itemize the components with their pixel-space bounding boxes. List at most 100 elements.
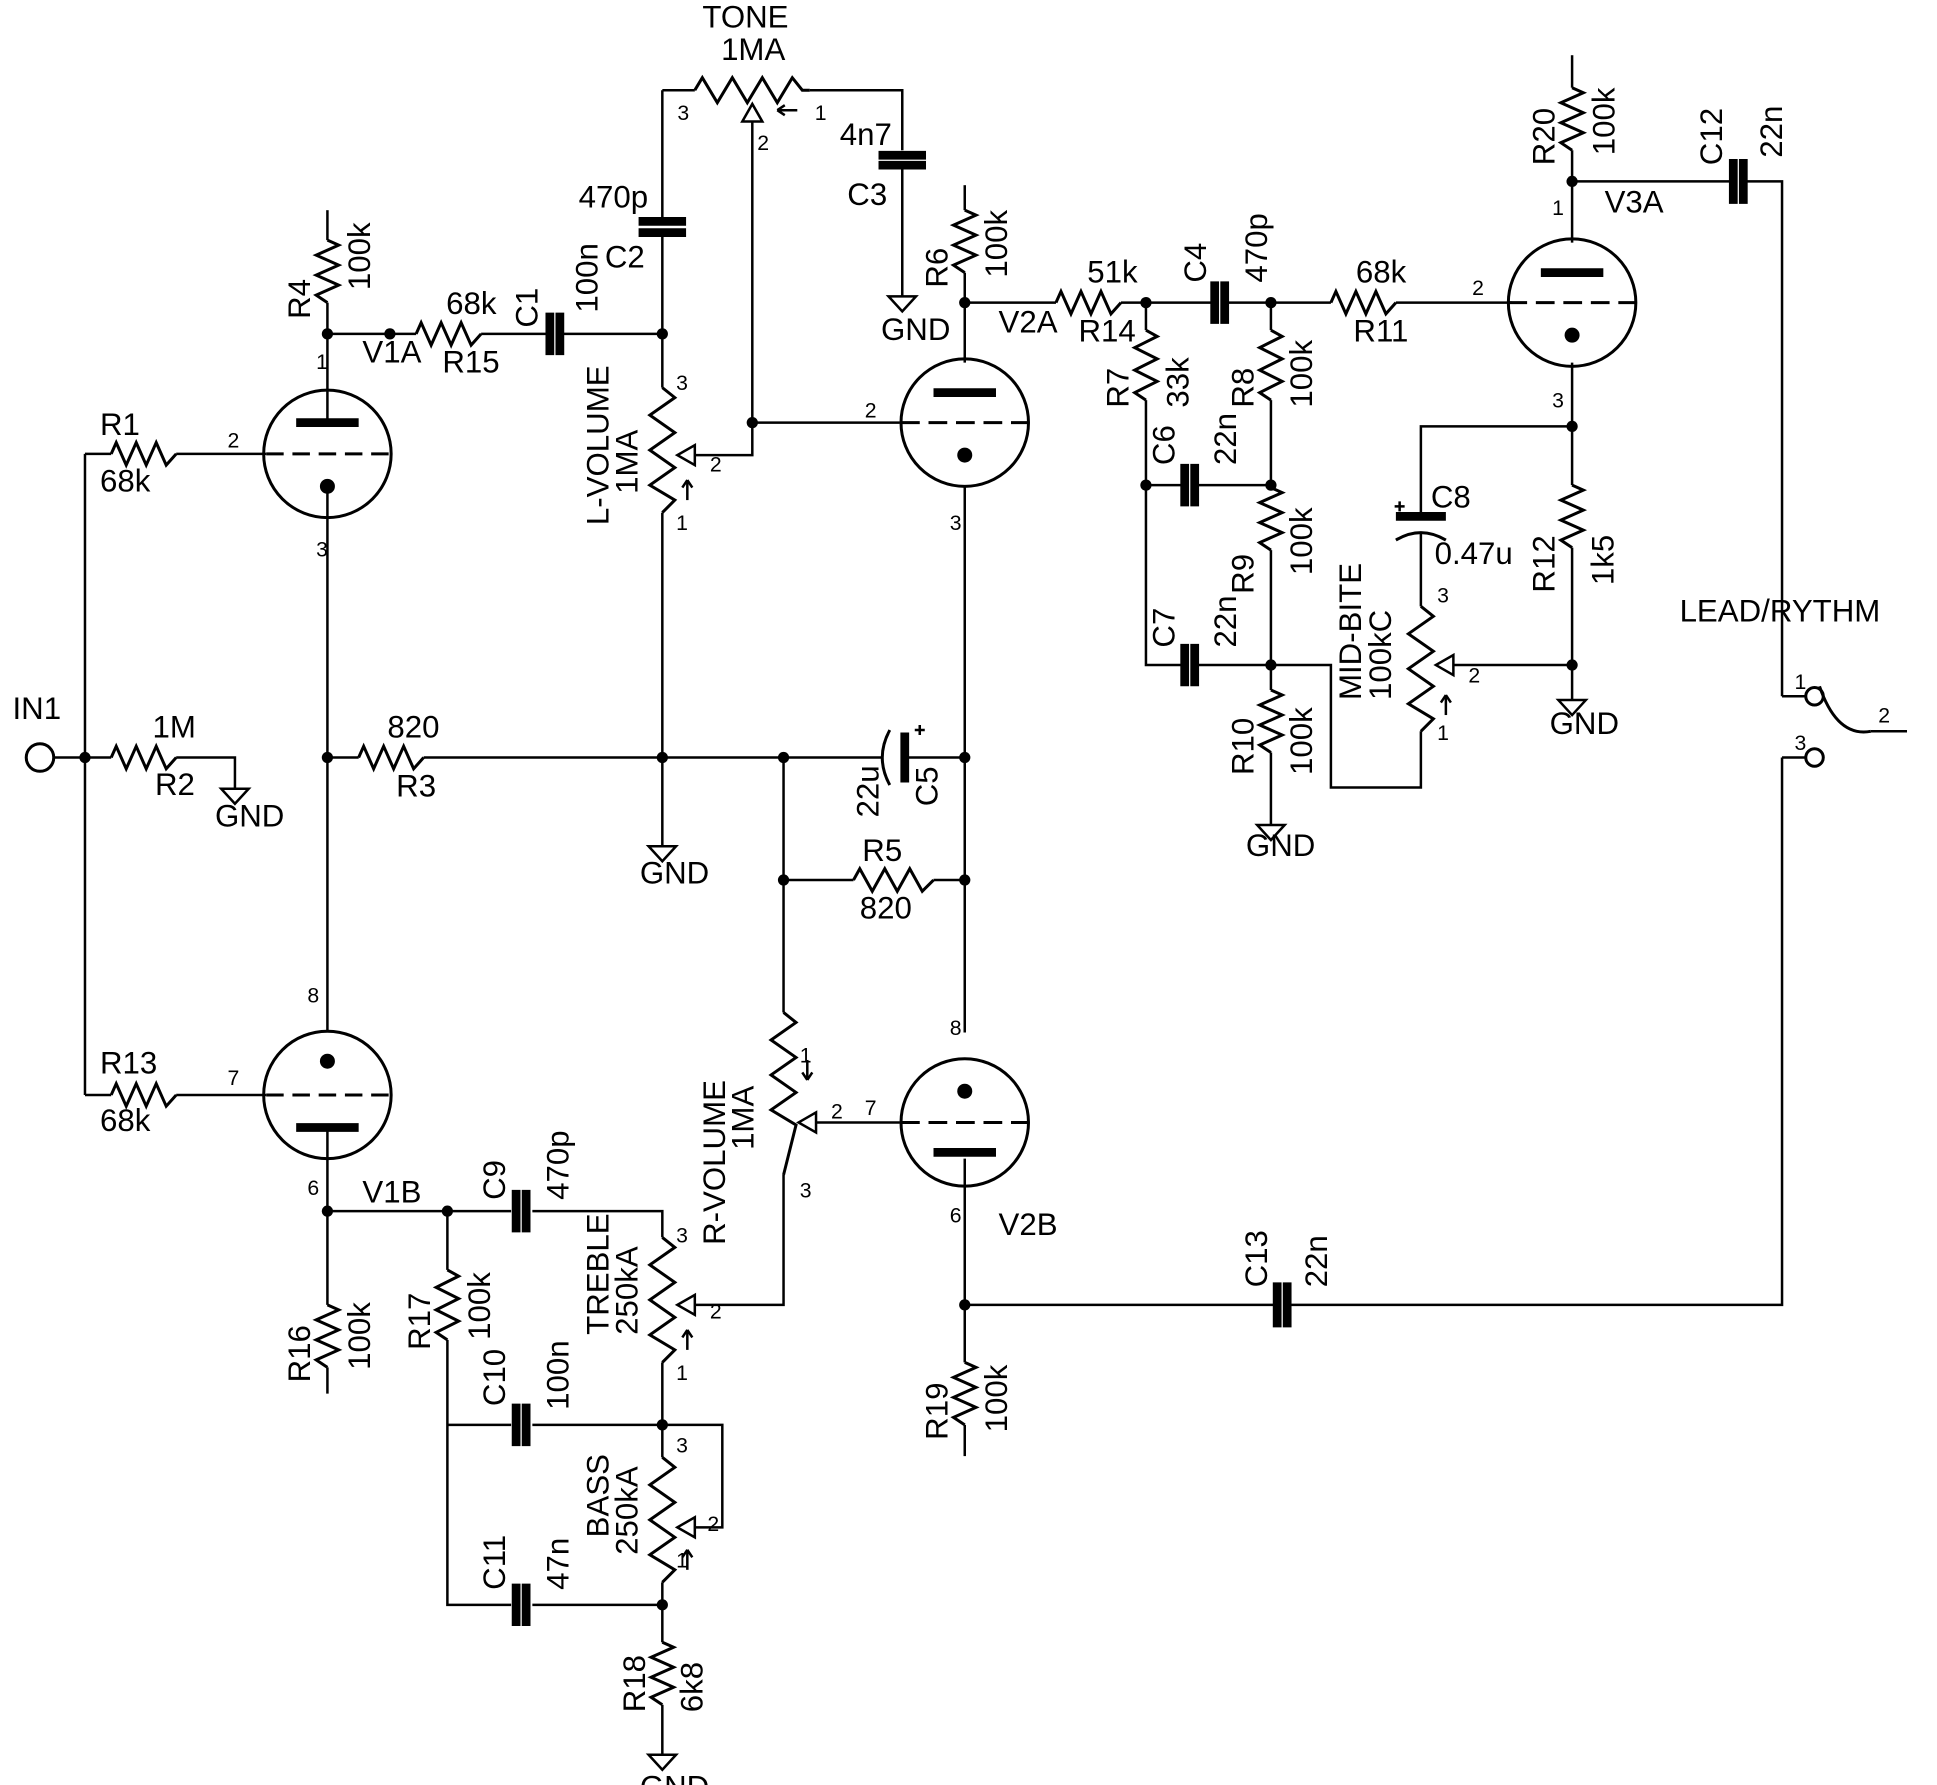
pin-v1a-1: 1 xyxy=(316,350,328,374)
tone-value: 1MA xyxy=(721,32,785,67)
resistor-r16 xyxy=(312,1303,343,1369)
input-label: IN1 xyxy=(12,691,61,726)
r20-value: 100k xyxy=(1587,87,1622,155)
resistor-r1 xyxy=(109,438,178,469)
gnd-label-r12: GND xyxy=(1550,706,1619,741)
resistor-r7 xyxy=(1131,328,1161,402)
r16-value: 100k xyxy=(342,1302,377,1370)
pin-mid-1: 1 xyxy=(1437,721,1449,745)
lead-rythm-switch xyxy=(1782,685,1872,768)
r17-value: 100k xyxy=(462,1272,497,1340)
c6-ref: C6 xyxy=(1147,425,1182,465)
r4-value: 100k xyxy=(342,222,377,290)
pin-treble-1: 1 xyxy=(676,1361,688,1385)
c10-value: 100n xyxy=(541,1340,576,1409)
c10-ref: C10 xyxy=(477,1349,512,1406)
ground-r2 xyxy=(218,787,252,806)
mid-bite-pot xyxy=(1405,605,1455,733)
c13-ref: C13 xyxy=(1239,1230,1274,1287)
c8-value: 0.47u xyxy=(1435,536,1513,571)
pin-v3a-3: 3 xyxy=(1552,389,1564,413)
r-volume-ref: R-VOLUME xyxy=(697,1080,732,1245)
resistor-r17 xyxy=(432,1268,462,1342)
c3-ref: C3 xyxy=(847,177,887,212)
resistor-r6 xyxy=(949,208,980,274)
pin-lvol-1: 1 xyxy=(676,511,688,535)
capacitor-c6 xyxy=(1180,463,1200,507)
r13-ref: R13 xyxy=(100,1046,157,1081)
resistor-r19 xyxy=(949,1361,980,1427)
r12-ref: R12 xyxy=(1527,535,1562,592)
c7-ref: C7 xyxy=(1147,608,1182,648)
l-volume-value: 1MA xyxy=(609,429,644,493)
resistor-r13 xyxy=(109,1080,178,1110)
pin-rvol-1: 1 xyxy=(800,1043,812,1067)
pin-v2a-2: 2 xyxy=(865,399,877,423)
pin-lvol-3: 3 xyxy=(676,371,688,395)
pin-v2b-7: 7 xyxy=(865,1096,877,1120)
treble-ref: TREBLE xyxy=(581,1213,616,1335)
pin-v1a-2: 2 xyxy=(227,429,239,453)
r14-value: 51k xyxy=(1087,255,1138,290)
c2-value: 470p xyxy=(579,180,648,215)
gnd-label-lvol: GND xyxy=(640,856,709,891)
r19-value: 100k xyxy=(979,1364,1014,1432)
r6-value: 100k xyxy=(979,210,1014,278)
pin-treble-3: 3 xyxy=(676,1223,688,1247)
gnd-label-r18: GND xyxy=(640,1769,709,1785)
pin-sw-2: 2 xyxy=(1878,704,1890,728)
r9-ref: R9 xyxy=(1225,554,1260,594)
tone-ref: TONE xyxy=(702,0,788,35)
r5-value: 820 xyxy=(860,891,912,926)
gnd-label-r10: GND xyxy=(1246,828,1315,863)
labels: IN1 R1 68k R13 68k 1M R2 GND R4 100k V1A… xyxy=(12,0,1890,1785)
ground-r12 xyxy=(1555,698,1589,717)
bass-ref: BASS xyxy=(581,1454,616,1537)
resistor-r20 xyxy=(1557,86,1588,152)
pin-tone-2: 2 xyxy=(757,131,769,155)
tone-pot xyxy=(693,74,810,123)
pin-v1b-8: 8 xyxy=(307,983,319,1007)
pin-rvol-3: 3 xyxy=(800,1178,812,1202)
resistor-r4 xyxy=(312,238,343,304)
gnd-label-c3: GND xyxy=(881,312,950,347)
pin-v1b-7: 7 xyxy=(227,1066,239,1090)
r8-ref: R8 xyxy=(1225,368,1260,408)
pin-bass-1: 1 xyxy=(676,1548,688,1572)
bass-pot xyxy=(647,1456,697,1584)
resistor-r15 xyxy=(414,318,483,349)
pin-sw-1: 1 xyxy=(1795,670,1807,694)
pin-bass-2: 2 xyxy=(707,1512,719,1536)
r-volume-pot xyxy=(768,1011,818,1176)
resistor-r12 xyxy=(1557,483,1588,549)
bass-value: 250kA xyxy=(609,1466,644,1555)
c13-value: 22n xyxy=(1299,1235,1334,1287)
r9-value: 100k xyxy=(1284,507,1319,575)
resistor-r10 xyxy=(1255,688,1286,754)
c8-ref: C8 xyxy=(1431,480,1471,515)
tube-v2a xyxy=(899,357,1030,488)
l-volume-ref: L-VOLUME xyxy=(581,365,616,525)
c11-value: 47n xyxy=(541,1538,576,1590)
c12-value: 22n xyxy=(1754,106,1789,158)
r5-ref: R5 xyxy=(862,833,902,868)
pin-v2b-8: 8 xyxy=(950,1016,962,1040)
c2-ref: C2 xyxy=(605,240,645,275)
r20-ref: R20 xyxy=(1527,108,1562,165)
c11-ref: C11 xyxy=(477,1535,512,1590)
pin-v2a-3: 3 xyxy=(950,511,962,535)
c12-ref: C12 xyxy=(1694,108,1729,165)
r13-value: 68k xyxy=(100,1103,151,1138)
pin-v1a-3: 3 xyxy=(316,537,328,561)
gnd-label-r2: GND xyxy=(215,798,284,833)
c1-value: 100n xyxy=(569,243,604,312)
pin-rvol-2: 2 xyxy=(831,1100,843,1124)
r11-ref: R11 xyxy=(1353,313,1408,348)
r11-value: 68k xyxy=(1356,255,1407,290)
junction-dots xyxy=(79,175,1578,1611)
c3-value: 4n7 xyxy=(840,117,892,152)
r3-value: 820 xyxy=(387,710,439,745)
pin-lvol-2: 2 xyxy=(710,452,722,476)
r12-value: 1k5 xyxy=(1585,535,1620,585)
